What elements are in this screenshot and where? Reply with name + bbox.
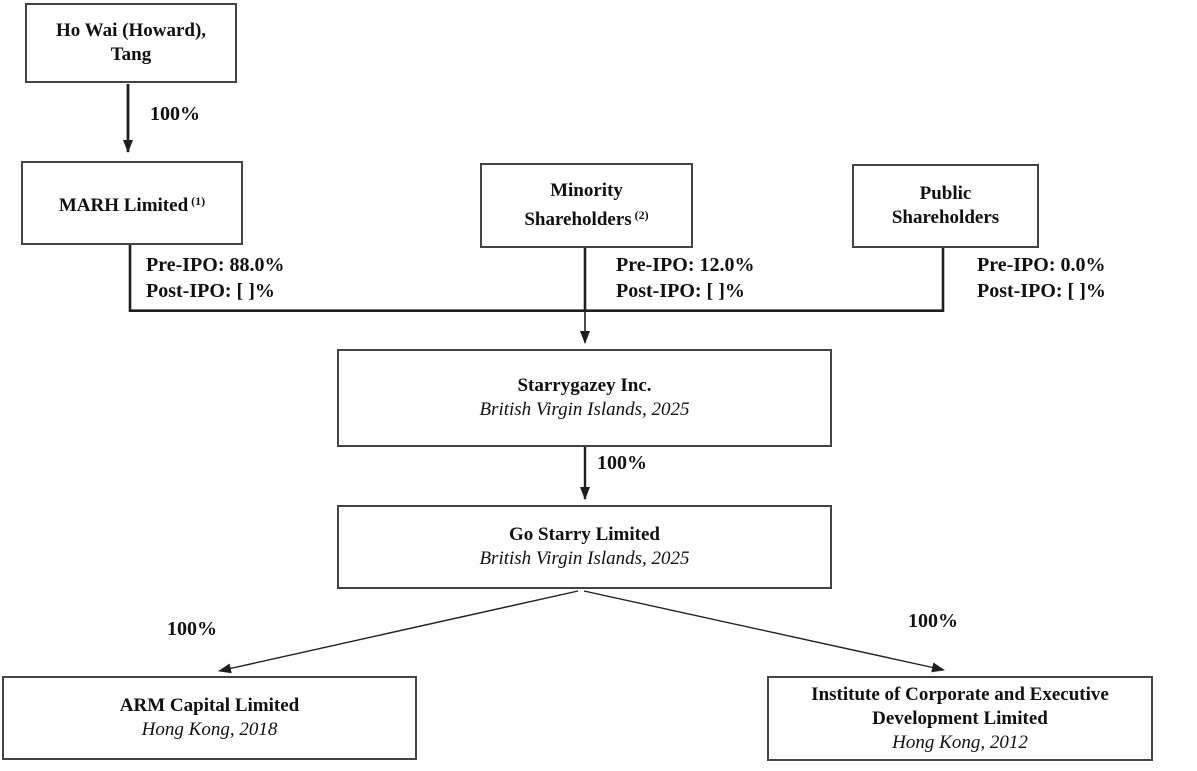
- node-title: ARM Capital Limited: [119, 695, 300, 716]
- node-title: Tang: [110, 44, 152, 65]
- node-jurisdiction: Hong Kong, 2018: [141, 719, 278, 740]
- ownership-label-gostarry-arm: 100%: [167, 618, 217, 640]
- post-ipo-stake: Post-IPO: [ ]%: [977, 280, 1106, 302]
- node-starrygazey-inc: Starrygazey Inc. British Virgin Islands,…: [337, 349, 832, 447]
- footnote-ref: (2): [634, 208, 649, 222]
- node-title: Shareholders(2): [524, 208, 649, 230]
- node-marh-limited: MARH Limited(1): [21, 161, 243, 245]
- node-title: Shareholders: [891, 207, 1000, 228]
- node-title: Public: [919, 183, 972, 204]
- node-minority-shareholders: Minority Shareholders(2): [480, 163, 693, 248]
- node-jurisdiction: Hong Kong, 2012: [892, 731, 1028, 753]
- node-jurisdiction: British Virgin Islands, 2025: [479, 548, 690, 569]
- node-institute-of-corporate-and-executive-development: Institute of Corporate and Executive Dev…: [767, 676, 1153, 761]
- pre-ipo-stake: Pre-IPO: 0.0%: [977, 254, 1106, 276]
- pre-ipo-stake: Pre-IPO: 12.0%: [616, 254, 755, 276]
- node-title: Go Starry Limited: [509, 524, 660, 545]
- pre-ipo-stake: Pre-IPO: 88.0%: [146, 254, 285, 276]
- node-go-starry-limited: Go Starry Limited British Virgin Islands…: [337, 505, 832, 589]
- stake-label-minority: Pre-IPO: 12.0% Post-IPO: [ ]%: [616, 252, 755, 304]
- ownership-label-howai-marh: 100%: [150, 103, 200, 125]
- shareholder-bus-line: [128, 245, 945, 312]
- footnote-ref: (1): [191, 193, 206, 208]
- node-title: Institute of Corporate and Executive: [811, 683, 1109, 705]
- node-title: Starrygazey Inc.: [517, 375, 652, 396]
- post-ipo-stake: Post-IPO: [ ]%: [616, 280, 745, 302]
- node-title: Ho Wai (Howard),: [55, 20, 207, 41]
- node-public-shareholders: Public Shareholders: [852, 164, 1039, 248]
- ownership-label-starrygazey-gostarry: 100%: [597, 452, 647, 474]
- ownership-label-gostarry-institute: 100%: [908, 610, 958, 632]
- node-title: Minority: [550, 180, 623, 201]
- arrow-gostarry-arm: [218, 590, 579, 674]
- node-title: Development Limited: [872, 707, 1048, 729]
- stake-label-marh: Pre-IPO: 88.0% Post-IPO: [ ]%: [146, 252, 285, 304]
- post-ipo-stake: Post-IPO: [ ]%: [146, 280, 275, 302]
- node-arm-capital-limited: ARM Capital Limited Hong Kong, 2018: [2, 676, 417, 760]
- node-title: MARH Limited(1): [58, 193, 206, 216]
- node-ho-wai-tang: Ho Wai (Howard), Tang: [25, 3, 237, 83]
- node-jurisdiction: British Virgin Islands, 2025: [479, 399, 690, 420]
- arrow-gostarry-institute: [583, 590, 945, 673]
- stake-label-public: Pre-IPO: 0.0% Post-IPO: [ ]%: [977, 252, 1106, 304]
